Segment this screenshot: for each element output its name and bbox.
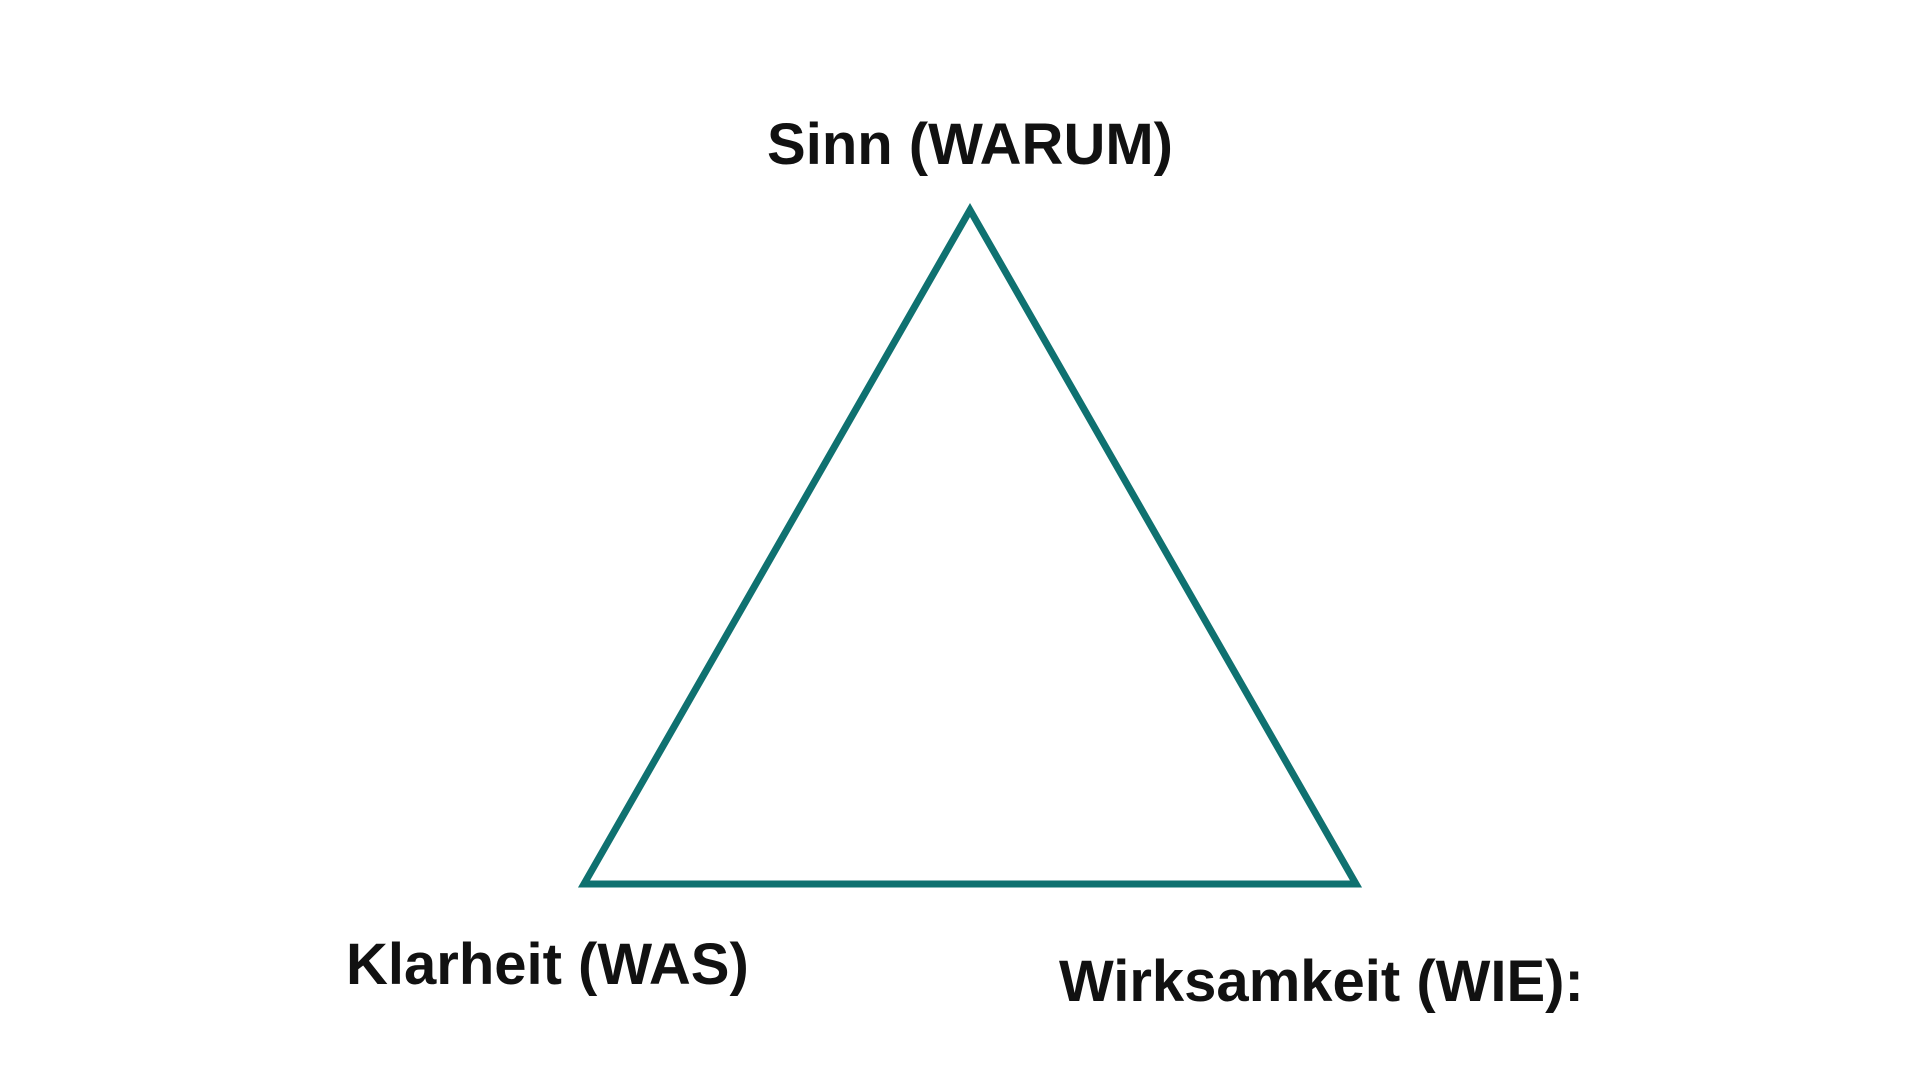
vertex-label-bottom-right: Wirksamkeit (WIE): xyxy=(1059,949,1584,1014)
triangle xyxy=(577,202,1363,888)
vertex-label-bottom-left: Klarheit (WAS) xyxy=(346,932,749,997)
vertex-label-top: Sinn (WARUM) xyxy=(767,112,1173,177)
